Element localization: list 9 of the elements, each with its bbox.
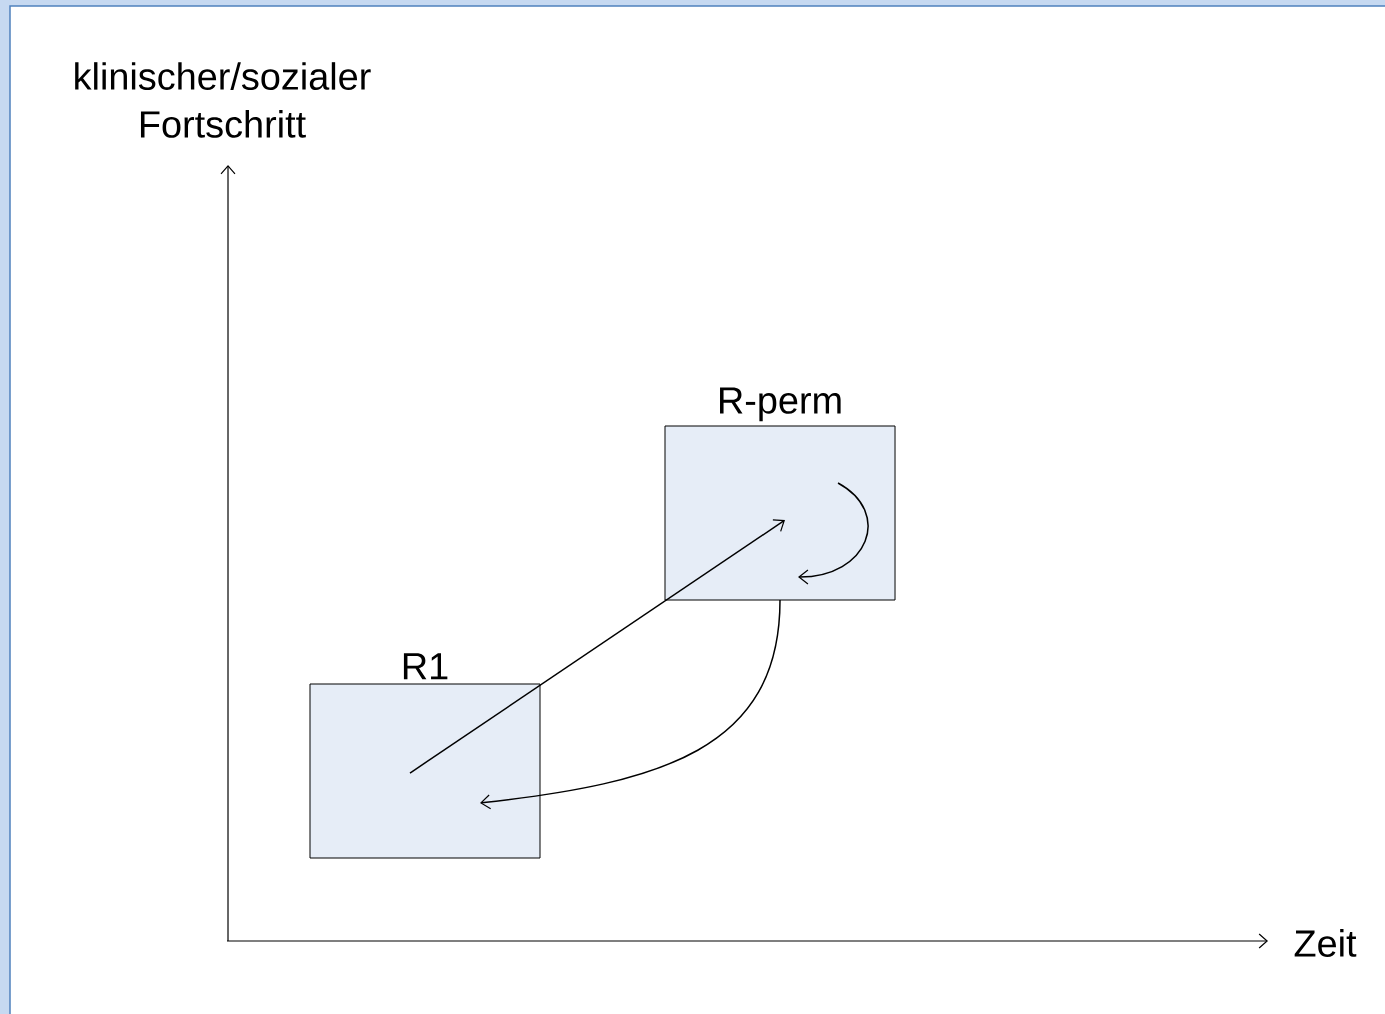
region-box: R-perm [664, 387, 896, 601]
axis-label: Zeit [1294, 929, 1357, 957]
arrow [480, 599, 781, 810]
node-label: R-perm [720, 387, 841, 422]
node-label: R1 [403, 653, 448, 680]
region-box: R1 [309, 653, 541, 859]
arrow [409, 519, 786, 774]
arrow [798, 482, 869, 585]
axis-label: klinischer/sozialer Fortschritt [75, 62, 371, 138]
